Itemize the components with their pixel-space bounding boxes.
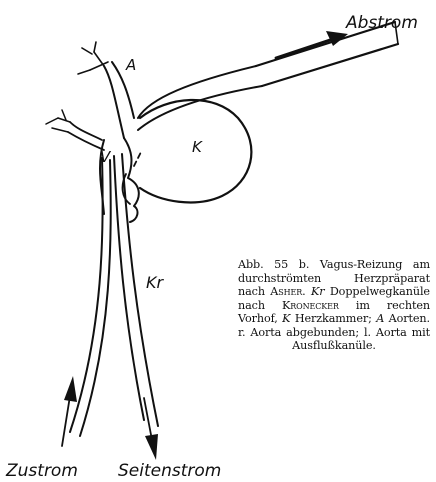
abstrom-arrow (276, 31, 348, 58)
caption-kammer: Herzkammer; (295, 312, 372, 325)
label-aorta: A (125, 56, 136, 74)
caption-asher: Asher. (270, 285, 305, 298)
figure-caption: Abb. 55 b. Vagus-Reizung am durchströmte… (238, 258, 430, 353)
seitenstrom-arrow (144, 398, 158, 460)
label-abstrom: Abstrom (345, 13, 418, 33)
label-kammer: K (192, 138, 203, 156)
left-aorta (138, 66, 262, 130)
caption-number: Abb. 55 b. (238, 258, 309, 271)
caption-a: A (376, 312, 384, 325)
zustrom-arrow (62, 376, 77, 446)
label-zustrom: Zustrom (5, 461, 78, 481)
caption-k: K (282, 312, 290, 325)
label-kanuele: Kr (146, 273, 164, 292)
double-way-cannula (70, 154, 158, 436)
label-vorhof: V (100, 148, 112, 166)
caption-kronecker: Kronecker (282, 299, 339, 312)
vena-cava-stubs (46, 110, 104, 150)
label-seitenstrom: Seitenstrom (118, 461, 221, 481)
caption-kr: Kr (311, 285, 325, 298)
